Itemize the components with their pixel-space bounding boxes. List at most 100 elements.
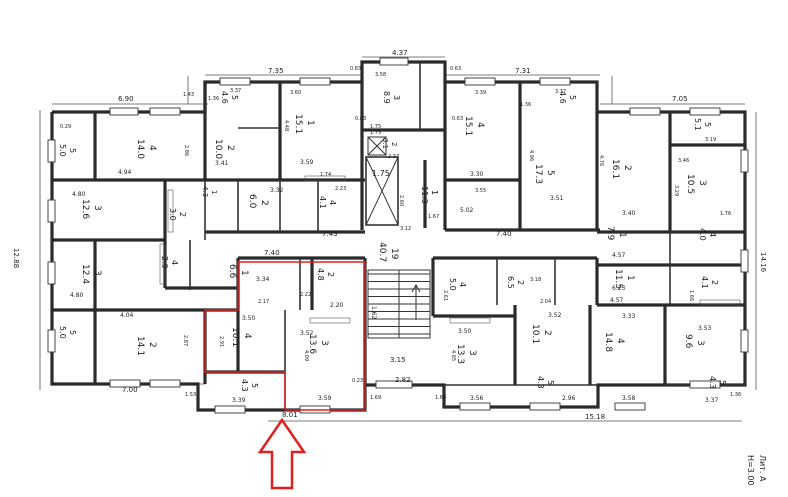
room-area: 11.3 xyxy=(420,186,429,204)
dim-label: 4.96 xyxy=(528,150,534,161)
room-area: 4.3 xyxy=(536,376,545,389)
radiators xyxy=(159,175,741,324)
room-number: 1 xyxy=(617,232,627,238)
room-number: 5 xyxy=(703,122,712,127)
room-labels: 414.0 55.0 312.6 312.4 55.0 214.1 54.6 2… xyxy=(58,91,727,392)
dim-label: 4.09 xyxy=(303,350,309,361)
room-area: 17.3 xyxy=(533,164,543,184)
room-area: 4.3 xyxy=(240,379,249,392)
room-number: 5 xyxy=(546,380,555,385)
dim-label: 7.43 xyxy=(322,230,338,238)
windows xyxy=(47,57,749,414)
dim-label: 4.04 xyxy=(120,312,134,319)
dim-label: 4.94 xyxy=(118,169,132,176)
room-number: 2 xyxy=(542,330,552,336)
dim-label: 3.29 xyxy=(673,185,679,196)
room-number: 4 xyxy=(458,282,467,287)
room-area: 40.7 xyxy=(377,242,387,262)
room-area: 4.6 xyxy=(558,91,567,104)
room-area: 14.8 xyxy=(603,332,613,352)
room-number: 2 xyxy=(622,165,632,171)
dim-label: 1.66 xyxy=(688,290,694,301)
dim-label: 2.22 xyxy=(300,292,311,298)
dim-label: 3.59 xyxy=(300,159,314,166)
inner-dimension-labels: 3.37 3.60 3.58 3.39 3.37 1.36 1.36 4.94 … xyxy=(60,72,731,404)
room-area: 5.0 xyxy=(58,326,67,339)
room-area: 4.3 xyxy=(201,186,209,197)
room-area: 6.0 xyxy=(247,194,257,209)
dim-label: 4.48 xyxy=(283,120,289,131)
room-area: 8.9 xyxy=(382,91,391,104)
dim-label: 2.61 xyxy=(442,290,448,301)
dim-label: 3.51 xyxy=(550,195,564,202)
dim-label: 3.33 xyxy=(622,313,636,320)
room-number: 3 xyxy=(92,270,102,276)
dim-label: 2.87 xyxy=(182,335,188,346)
room-area: 10.0 xyxy=(213,139,223,159)
room-number: 4 xyxy=(615,338,625,344)
dim-label: 3.12 xyxy=(400,226,411,232)
room-number: 3 xyxy=(697,180,707,186)
room-area: 10.5 xyxy=(685,174,695,194)
room-number: 3 xyxy=(467,350,477,356)
height-label: H=3.00 xyxy=(746,455,755,486)
room-number: 4 xyxy=(328,200,337,205)
room-number: 3 xyxy=(695,340,705,346)
room-number: 2 xyxy=(516,280,525,285)
room-number: 5 xyxy=(68,330,77,335)
dim-label: 3.37 xyxy=(230,88,241,94)
room-area: 12.4 xyxy=(80,264,90,284)
dim-label: 0.83 xyxy=(355,116,366,122)
elevator-dim-label: 2.60 xyxy=(398,195,404,206)
room-area: 13.6 xyxy=(307,334,317,354)
room-area: 4.6 xyxy=(220,91,229,104)
dim-label: 3.39 xyxy=(475,90,486,96)
room-area: 4.1 xyxy=(700,276,709,289)
room-area: 5.0 xyxy=(448,278,457,291)
dim-label: 3.58 xyxy=(375,72,386,78)
dim-label: 2.86 xyxy=(183,145,189,156)
dimension-lines xyxy=(39,56,757,422)
room-number: 19 xyxy=(389,248,399,260)
dim-label: 1.75 xyxy=(370,130,381,136)
room-area: 9.6 xyxy=(683,334,693,349)
room-area: 15.1 xyxy=(463,116,473,136)
room-number: 4 xyxy=(708,232,717,237)
dim-label: 3.37 xyxy=(705,397,719,404)
room-area: 7.9 xyxy=(605,226,615,241)
dim-label: 1.69 xyxy=(435,395,446,401)
dim-label: 2.23 xyxy=(335,186,346,192)
dim-label: 12.88 xyxy=(12,248,20,268)
dim-label: 1.36 xyxy=(730,392,741,398)
room-area: 3.1 xyxy=(381,138,389,149)
dim-label: 1.36 xyxy=(208,96,219,102)
room-number: 2 xyxy=(147,342,157,348)
dim-label: 1.53 xyxy=(185,392,196,398)
dim-label: 2.20 xyxy=(330,302,344,309)
room-area: 14.1 xyxy=(135,336,145,356)
dim-label: 1.67 xyxy=(428,214,439,220)
room-number: 5 xyxy=(545,170,555,176)
room-number: 3 xyxy=(92,205,102,211)
dim-label: 14.16 xyxy=(759,252,767,273)
dim-label: 2.96 xyxy=(562,395,576,402)
dim-label: 3.50 xyxy=(458,328,472,335)
dim-label: 3.15 xyxy=(390,356,406,364)
room-number: 1 xyxy=(305,120,315,126)
room-area: 12.6 xyxy=(80,199,90,219)
dim-label: 3.56 xyxy=(470,395,484,402)
elevator-shaft xyxy=(365,136,399,226)
dim-label: 4.57 xyxy=(612,252,626,259)
dim-label: 2.04 xyxy=(540,299,551,305)
dim-label: 3.55 xyxy=(475,188,486,194)
sheet-label: Лит. А xyxy=(758,455,767,482)
dim-label: 3.46 xyxy=(678,158,689,164)
dim-label: 7.05 xyxy=(672,95,688,103)
dim-label: 3.39 xyxy=(232,397,246,404)
room-number: 2 xyxy=(326,272,335,277)
dim-label: 3.52 xyxy=(548,312,562,319)
room-number: 5 xyxy=(68,148,77,153)
room-number: 2 xyxy=(178,212,187,217)
dim-label: 3.32 xyxy=(270,187,284,194)
